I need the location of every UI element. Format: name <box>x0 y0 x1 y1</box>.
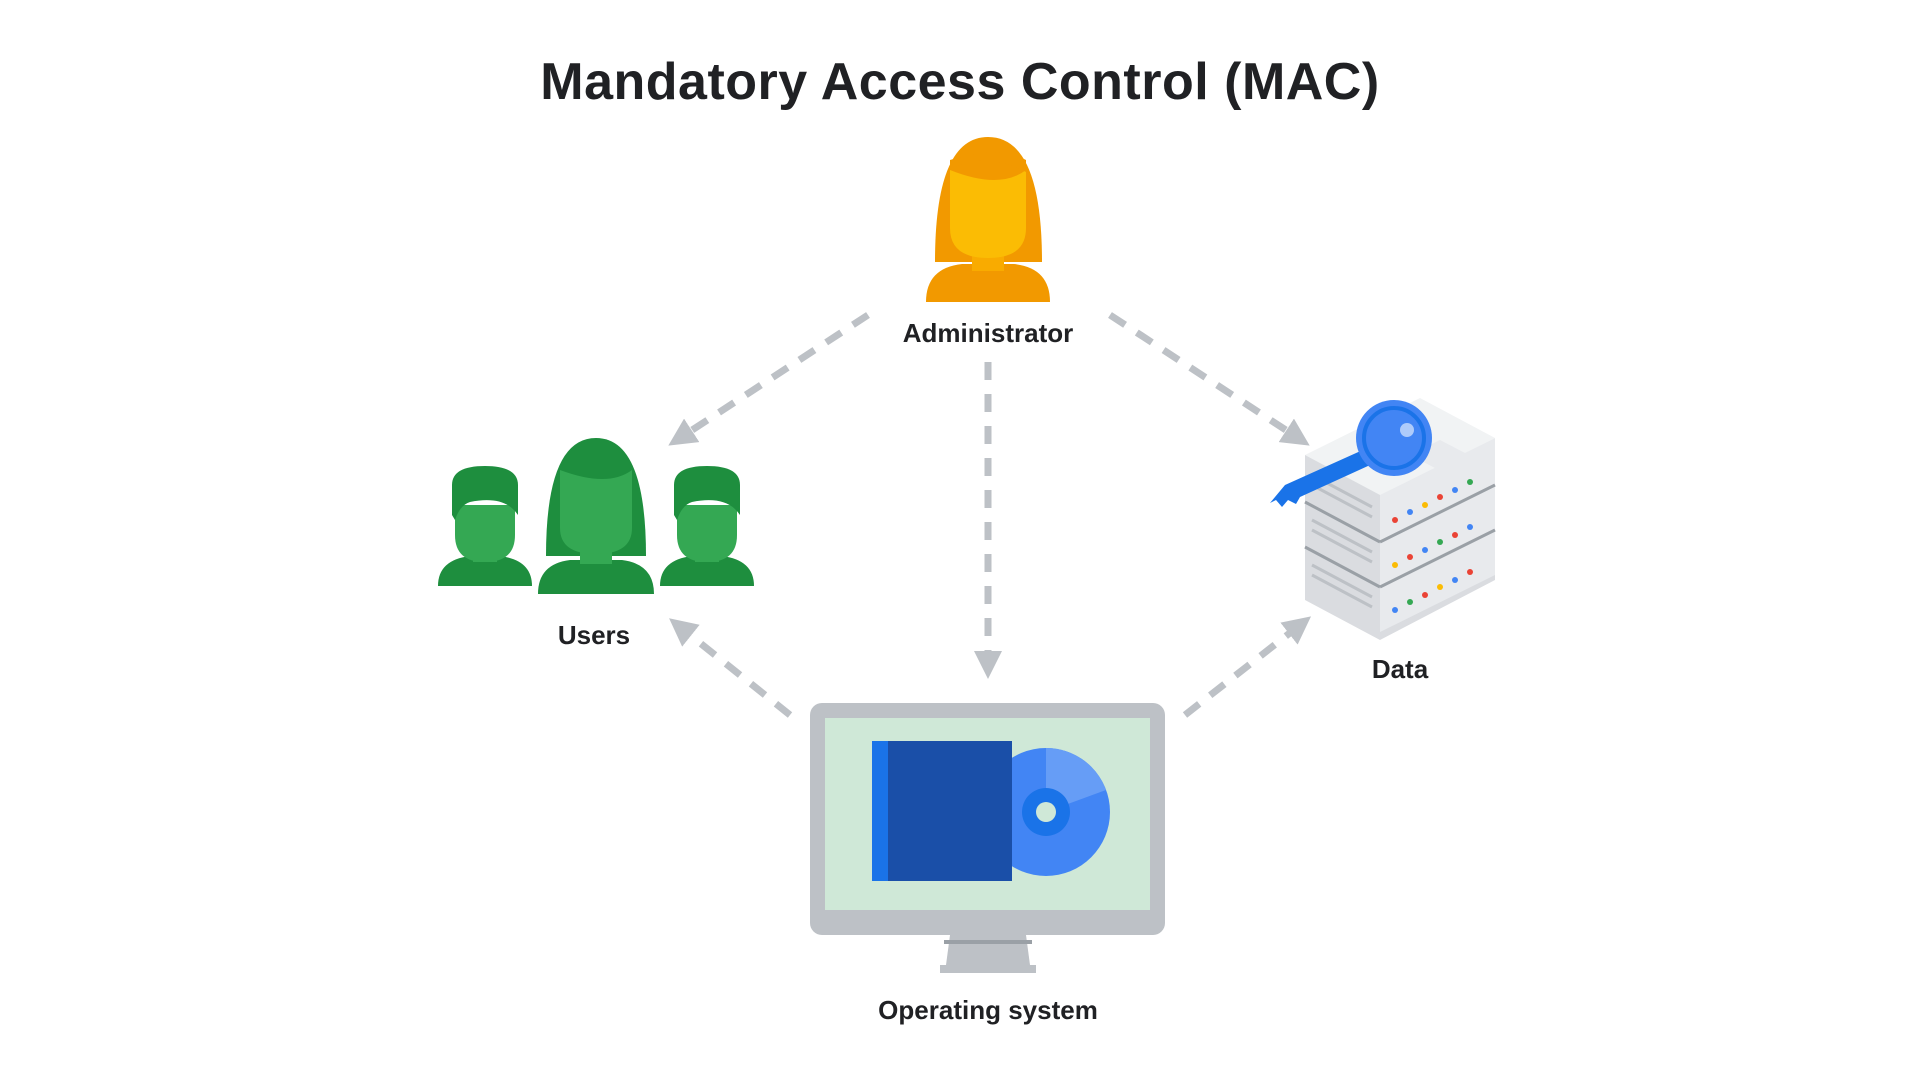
arrow-os-to-data <box>1182 616 1312 718</box>
key-icon <box>1270 400 1432 507</box>
server-key-icon <box>1270 398 1496 640</box>
monitor-stand <box>946 935 1030 965</box>
users-group-icon <box>438 438 754 594</box>
user-left-icon <box>438 466 532 586</box>
server-stack-icon <box>1304 398 1496 640</box>
disc-icon <box>982 748 1110 876</box>
administrator-person-icon <box>926 137 1050 302</box>
arrow-admin-to-users <box>668 312 870 446</box>
users-label: Users <box>557 620 631 650</box>
arrows <box>668 312 1312 718</box>
arrow-os-to-users <box>669 618 793 718</box>
administrator-label: Administrator <box>902 318 1074 348</box>
arrow-admin-to-data <box>1108 312 1310 446</box>
operating-system-label: Operating system <box>878 995 1098 1025</box>
software-box-icon <box>872 741 1012 881</box>
data-label: Data <box>1371 654 1429 684</box>
monitor-software-icon <box>810 703 1165 973</box>
diagram-title: Mandatory Access Control (MAC) <box>540 53 1380 111</box>
user-center-icon <box>538 438 654 594</box>
user-right-icon <box>660 466 754 586</box>
